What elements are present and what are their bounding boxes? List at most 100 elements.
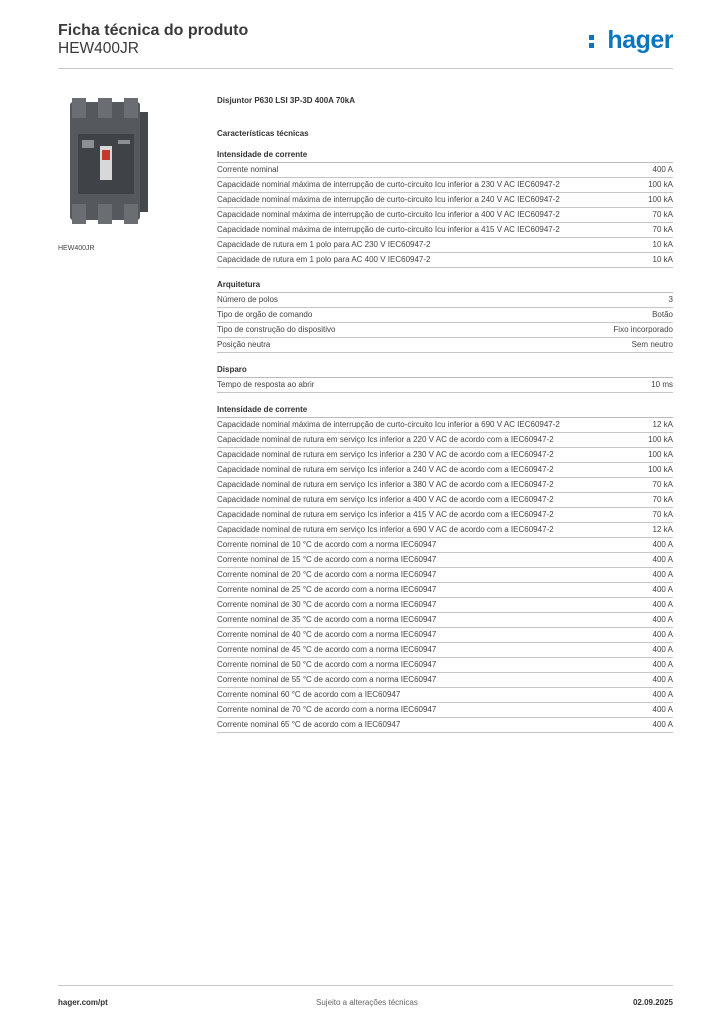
logo-wordmark: hager	[607, 26, 673, 54]
section-title: Características técnicas	[217, 129, 309, 138]
spec-row: Capacidade nominal de rutura em serviço …	[217, 493, 673, 508]
spec-value: 400 A	[652, 165, 673, 174]
document-title: Ficha técnica do produto	[58, 22, 249, 39]
spec-label: Corrente nominal de 45 °C de acordo com …	[217, 645, 437, 654]
spec-row: Corrente nominal 60 °C de acordo com a I…	[217, 688, 673, 703]
spec-value: 400 A	[652, 615, 673, 624]
spec-label: Capacidade nominal de rutura em serviço …	[217, 525, 554, 534]
hager-logo: hager	[587, 25, 673, 55]
product-panel: HEW400JR	[58, 94, 188, 252]
spec-value: 400 A	[652, 675, 673, 684]
spec-row: Capacidade nominal máxima de interrupção…	[217, 208, 673, 223]
spec-row: Capacidade nominal de rutura em serviço …	[217, 433, 673, 448]
spec-label: Posição neutra	[217, 340, 271, 349]
spec-value: Fixo incorporado	[613, 325, 673, 334]
spec-value: Botão	[652, 310, 673, 319]
spec-value: 70 kA	[652, 495, 673, 504]
spec-group-title: Disparo	[217, 365, 673, 378]
spec-value: 10 kA	[652, 240, 673, 249]
spec-row: Corrente nominal de 25 °C de acordo com …	[217, 583, 673, 598]
spec-label: Capacidade nominal de rutura em serviço …	[217, 495, 554, 504]
spec-label: Tipo de orgão de comando	[217, 310, 313, 319]
spec-label: Corrente nominal de 25 °C de acordo com …	[217, 585, 437, 594]
spec-value: 400 A	[652, 600, 673, 609]
spec-value: 400 A	[652, 690, 673, 699]
spec-row: Corrente nominal de 45 °C de acordo com …	[217, 643, 673, 658]
spec-value: 70 kA	[652, 225, 673, 234]
spec-row: Tempo de resposta ao abrir 10 ms	[217, 378, 673, 393]
spec-row: Corrente nominal de 70 °C de acordo com …	[217, 703, 673, 718]
spec-value: 400 A	[652, 540, 673, 549]
spec-value: 400 A	[652, 585, 673, 594]
spec-label: Corrente nominal 60 °C de acordo com a I…	[217, 690, 401, 699]
spec-value: 70 kA	[652, 210, 673, 219]
spec-row: Tipo de orgão de comando Botão	[217, 308, 673, 323]
spec-label: Corrente nominal de 20 °C de acordo com …	[217, 570, 437, 579]
spec-group-title: Intensidade de corrente	[217, 405, 673, 418]
spec-value: 10 ms	[651, 380, 673, 389]
footer-divider	[58, 985, 673, 986]
spec-value: 100 kA	[648, 180, 673, 189]
spec-row: Capacidade nominal máxima de interrupção…	[217, 193, 673, 208]
spec-row: Capacidade de rutura em 1 polo para AC 4…	[217, 253, 673, 268]
spec-row: Capacidade nominal máxima de interrupção…	[217, 178, 673, 193]
spec-row: Posição neutra Sem neutro	[217, 338, 673, 353]
spec-label: Corrente nominal	[217, 165, 279, 174]
spec-label: Capacidade de rutura em 1 polo para AC 2…	[217, 240, 431, 249]
spec-value: 12 kA	[652, 525, 673, 534]
product-caption: HEW400JR	[58, 245, 95, 252]
footer-website[interactable]: hager.com/pt	[58, 998, 108, 1007]
circuit-breaker-icon	[58, 94, 188, 234]
spec-value: 100 kA	[648, 465, 673, 474]
spec-label: Capacidade nominal máxima de interrupção…	[217, 180, 560, 189]
spec-label: Tipo de construção do dispositivo	[217, 325, 336, 334]
spec-row: Capacidade nominal máxima de interrupção…	[217, 223, 673, 238]
footer-notice: Sujeito a alterações técnicas	[316, 998, 418, 1007]
spec-label: Capacidade nominal máxima de interrupção…	[217, 210, 560, 219]
spec-label: Corrente nominal 65 °C de acordo com a I…	[217, 720, 401, 729]
spec-label: Capacidade nominal de rutura em serviço …	[217, 435, 554, 444]
footer-date: 02.09.2025	[632, 998, 673, 1007]
spec-row: Corrente nominal 65 °C de acordo com a I…	[217, 718, 673, 733]
spec-value: 400 A	[652, 645, 673, 654]
spec-value: 400 A	[652, 630, 673, 639]
spec-row: Tipo de construção do dispositivo Fixo in…	[217, 323, 673, 338]
spec-group-title: Intensidade de corrente	[217, 150, 673, 163]
spec-label: Capacidade nominal de rutura em serviço …	[217, 465, 554, 474]
spec-value: 70 kA	[652, 480, 673, 489]
document-header: Ficha técnica do produto HEW400JR hager	[58, 22, 673, 68]
spec-label: Corrente nominal de 35 °C de acordo com …	[217, 615, 437, 624]
spec-row: Corrente nominal de 30 °C de acordo com …	[217, 598, 673, 613]
spec-value: 100 kA	[648, 450, 673, 459]
spec-label: Capacidade nominal máxima de interrupção…	[217, 225, 560, 234]
spec-row: Capacidade nominal de rutura em serviço …	[217, 508, 673, 523]
product-name: Disjuntor P630 LSI 3P-3D 400A 70kA	[217, 96, 355, 105]
spec-row: Capacidade de rutura em 1 polo para AC 2…	[217, 238, 673, 253]
spec-row: Corrente nominal 400 A	[217, 163, 673, 178]
spec-label: Capacidade nominal de rutura em serviço …	[217, 480, 554, 489]
spec-label: Capacidade nominal de rutura em serviço …	[217, 510, 554, 519]
spec-label: Corrente nominal de 55 °C de acordo com …	[217, 675, 437, 684]
spec-value: 100 kA	[648, 195, 673, 204]
spec-value: Sem neutro	[631, 340, 673, 349]
spec-row: Corrente nominal de 35 °C de acordo com …	[217, 613, 673, 628]
spec-value: 400 A	[652, 555, 673, 564]
spec-group-title: Arquitetura	[217, 280, 673, 293]
spec-row: Corrente nominal de 50 °C de acordo com …	[217, 658, 673, 673]
spec-value: 400 A	[652, 660, 673, 669]
spec-row: Corrente nominal de 15 °C de acordo com …	[217, 553, 673, 568]
spec-value: 12 kA	[652, 420, 673, 429]
spec-value: 3	[668, 295, 673, 304]
spec-row: Capacidade nominal de rutura em serviço …	[217, 478, 673, 493]
spec-value: 400 A	[652, 720, 673, 729]
spec-row: Capacidade nominal de rutura em serviço …	[217, 523, 673, 538]
spec-row: Corrente nominal de 55 °C de acordo com …	[217, 673, 673, 688]
spec-row: Corrente nominal de 40 °C de acordo com …	[217, 628, 673, 643]
spec-row: Corrente nominal de 10 °C de acordo com …	[217, 538, 673, 553]
spec-label: Tempo de resposta ao abrir	[217, 380, 315, 389]
